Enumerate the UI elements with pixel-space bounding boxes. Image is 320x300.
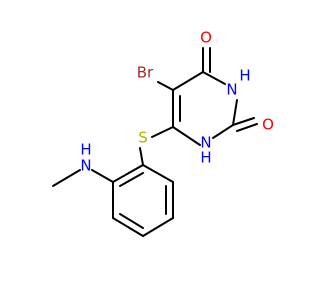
atom-nitrogen-n1: N [200,134,211,152]
atom-hydrogen-n3: H [239,67,250,85]
atom-hydrogen-n1: H [200,149,211,167]
bond-n1-c6 [172,126,201,146]
atom-oxygen-right: O [262,116,274,134]
bond-c6-s [151,126,174,138]
bond-b1-b2-inner [119,172,144,187]
bond-c5-br [157,81,174,91]
bond-c2-o-a [232,117,255,126]
atom-sulfur: S [138,129,148,147]
bond-b3-b4-inner [119,213,144,229]
bond-c2-n1 [212,124,234,139]
bond-b1-b2 [112,164,144,183]
bond-n-ch3 [52,169,81,187]
bond-b2-n [91,169,114,183]
bond-c4-n3 [202,71,226,85]
molecule-structure: Br O N H O N H S H N [52,29,274,237]
bond-c2-o-b [236,123,258,132]
bonds [52,47,258,237]
bond-c5-c4 [172,71,204,91]
atom-hydrogen-amine: H [80,141,91,159]
atom-nitrogen-n3: N [226,81,237,99]
atom-nitrogen-amine: N [80,157,91,175]
atom-oxygen-top: O [200,29,212,47]
atom-bromine: Br [137,64,154,82]
bond-s-c1 [139,147,144,166]
bond-n3-c2 [232,99,238,126]
bond-b6-b1 [142,164,174,183]
bond-b3-b4 [112,217,144,237]
bond-b4-b5 [142,217,174,237]
atom-labels: Br O N H O N H S H N [80,29,274,175]
